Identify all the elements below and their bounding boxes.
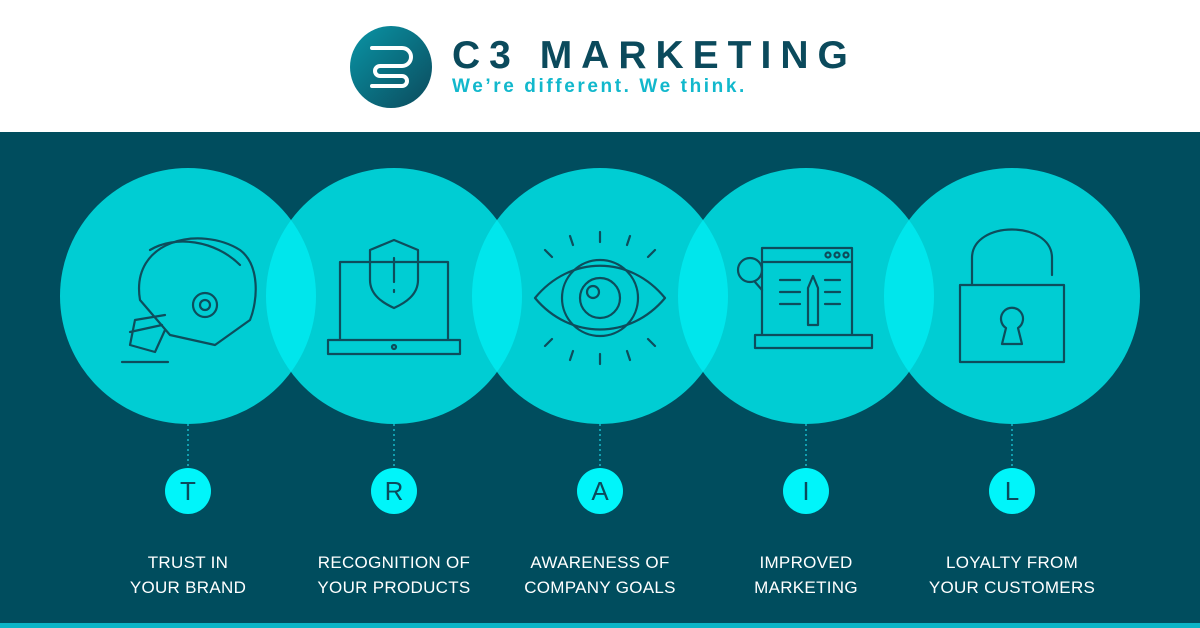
label-line: COMPANY GOALS xyxy=(524,578,676,597)
label-line: AWARENESS OF xyxy=(530,553,670,572)
circle-a xyxy=(472,168,728,424)
label-line: TRUST IN xyxy=(147,553,229,572)
letter-badge-a: A xyxy=(577,468,623,514)
label-awareness: AWARENESS OF COMPANY GOALS xyxy=(490,550,710,600)
letter-badge-r: R xyxy=(371,468,417,514)
label-loyalty: LOYALTY FROM YOUR CUSTOMERS xyxy=(902,550,1122,600)
tagline: We’re different. We think. xyxy=(452,76,747,97)
circle-r xyxy=(266,168,522,424)
label-line: MARKETING xyxy=(754,578,858,597)
circle-l xyxy=(884,168,1140,424)
letter-badge-t: T xyxy=(165,468,211,514)
letter-badge-i: I xyxy=(783,468,829,514)
label-trust: TRUST IN YOUR BRAND xyxy=(78,550,298,600)
label-line: IMPROVED xyxy=(759,553,853,572)
eye-icon xyxy=(533,230,667,366)
brand-name: C3 MARKETING xyxy=(452,34,857,77)
football-helmet-icon xyxy=(120,237,257,364)
header: C3 MARKETING We’re different. We think. xyxy=(0,0,1200,132)
label-line: YOUR CUSTOMERS xyxy=(928,578,1096,597)
circle-t xyxy=(60,168,316,424)
laptop-lightbulb-pencil-icon xyxy=(736,246,874,350)
label-line: LOYALTY FROM xyxy=(945,553,1079,572)
c3-logo-icon xyxy=(350,26,432,108)
bottom-stripe xyxy=(0,623,1200,628)
open-padlock-icon xyxy=(958,228,1066,364)
label-line: YOUR BRAND xyxy=(129,578,247,597)
label-line: YOUR PRODUCTS xyxy=(317,578,471,597)
label-line: RECOGNITION OF xyxy=(317,553,471,572)
label-recognition: RECOGNITION OF YOUR PRODUCTS xyxy=(284,550,504,600)
circle-i xyxy=(678,168,934,424)
letter-badge-l: L xyxy=(989,468,1035,514)
laptop-shield-icon xyxy=(326,238,462,356)
label-improved: IMPROVED MARKETING xyxy=(696,550,916,600)
